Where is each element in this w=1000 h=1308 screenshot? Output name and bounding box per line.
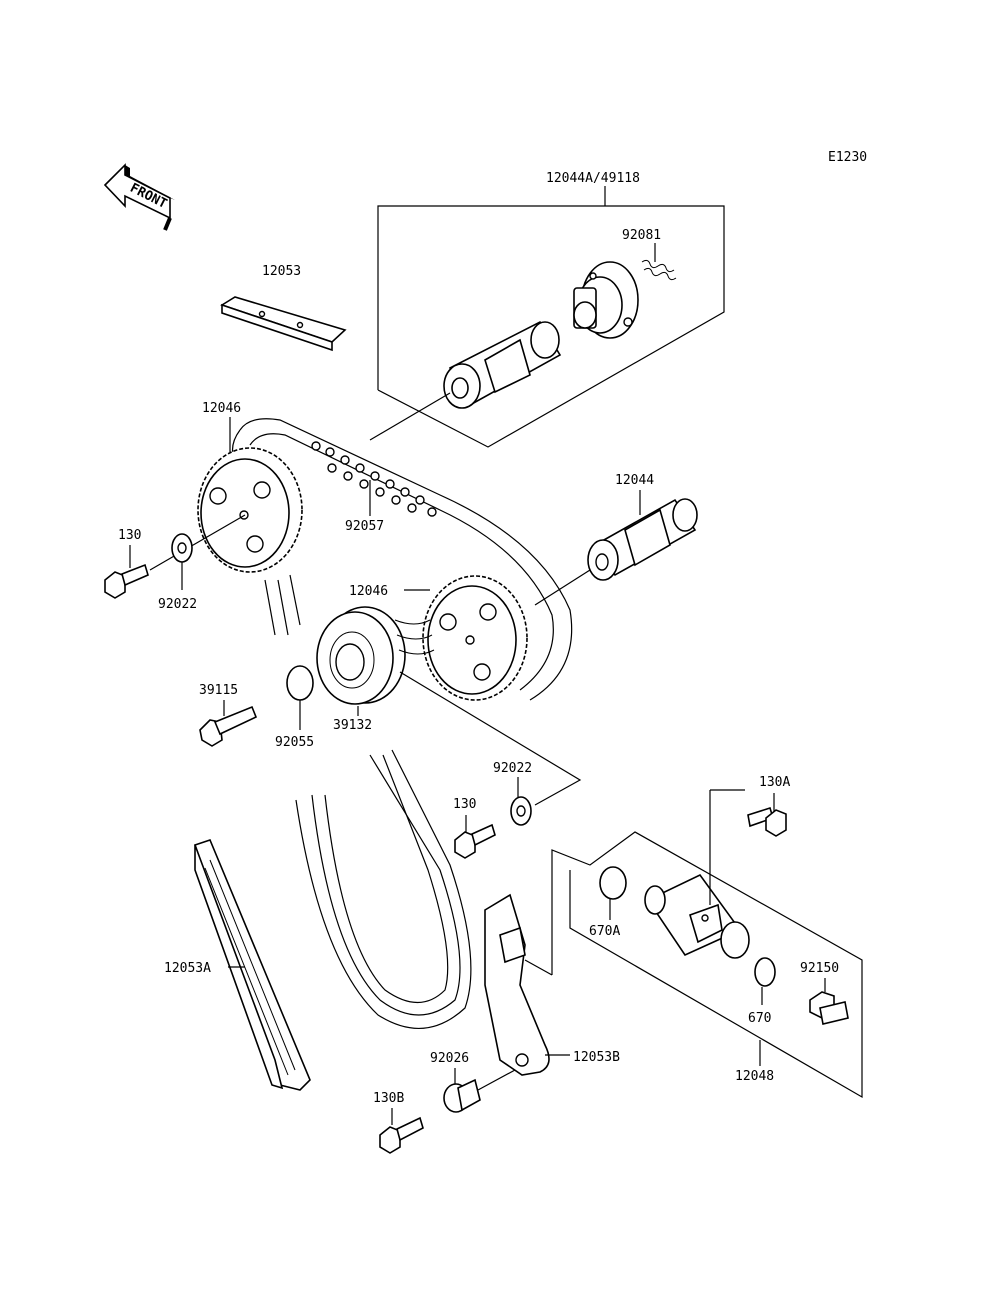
- decompressor-part: [573, 261, 639, 339]
- label-guide-left: 12053A: [164, 961, 211, 976]
- label-collar: 92026: [430, 1051, 469, 1066]
- bolt-center-part: [454, 823, 496, 859]
- oring-670a-part: [599, 866, 627, 900]
- guide-left-part: [193, 839, 311, 1091]
- label-guide-right: 12053B: [573, 1050, 620, 1065]
- camshaft-part: [587, 498, 698, 581]
- washer-left-part: [171, 533, 193, 563]
- label-bolt-39115: 39115: [199, 683, 238, 698]
- label-oring-670: 670: [748, 1011, 771, 1026]
- label-washer-right: 92022: [493, 761, 532, 776]
- oring-92055-part: [286, 665, 314, 701]
- label-washer-left: 92022: [158, 597, 197, 612]
- label-camshaft-set: 12044A/49118: [546, 171, 640, 186]
- label-sprocket-lower: 12046: [349, 584, 388, 599]
- cam-chain-part: [231, 418, 573, 1030]
- oring-670-part: [754, 957, 776, 987]
- sprocket-lower-part: [422, 575, 528, 701]
- guide-right-part: [484, 893, 550, 1076]
- pulley-part: [316, 606, 435, 705]
- label-spring: 92081: [622, 228, 661, 243]
- label-bolt-130a: 130A: [759, 775, 790, 790]
- tensioner-box: [551, 831, 863, 1099]
- label-oring-670a: 670A: [589, 924, 620, 939]
- guide-top-part: [220, 296, 347, 352]
- camshaft-part-upper: [443, 320, 562, 409]
- sprocket-upper-part: [197, 447, 303, 573]
- tensioner-part: [644, 873, 750, 959]
- label-bolt-center: 130: [453, 797, 476, 812]
- bolt-130b-part: [379, 1116, 424, 1154]
- label-oring-92055: 92055: [275, 735, 314, 750]
- collar-part: [443, 1078, 481, 1113]
- washer-right-part: [510, 796, 532, 826]
- front-arrow-icon: FRONT: [103, 163, 175, 231]
- diagram-code: E1230: [828, 150, 867, 165]
- spring-part: [641, 259, 677, 281]
- label-bolt-92150: 92150: [800, 961, 839, 976]
- bolt-92150-part: [809, 991, 849, 1025]
- label-bolt-130b: 130B: [373, 1091, 404, 1106]
- label-camshaft: 12044: [615, 473, 654, 488]
- bolt-39115-part: [199, 705, 258, 747]
- label-bolt-left: 130: [118, 528, 141, 543]
- label-pulley: 39132: [333, 718, 372, 733]
- bolt-left-part: [104, 563, 149, 599]
- label-sprocket-upper: 12046: [202, 401, 241, 416]
- camshaft-set-box: [377, 186, 725, 448]
- chain-links: [311, 441, 437, 517]
- label-tensioner: 12048: [735, 1069, 774, 1084]
- bolt-130a-part: [747, 806, 787, 837]
- label-guide-top: 12053: [262, 264, 301, 279]
- label-chain: 92057: [345, 519, 384, 534]
